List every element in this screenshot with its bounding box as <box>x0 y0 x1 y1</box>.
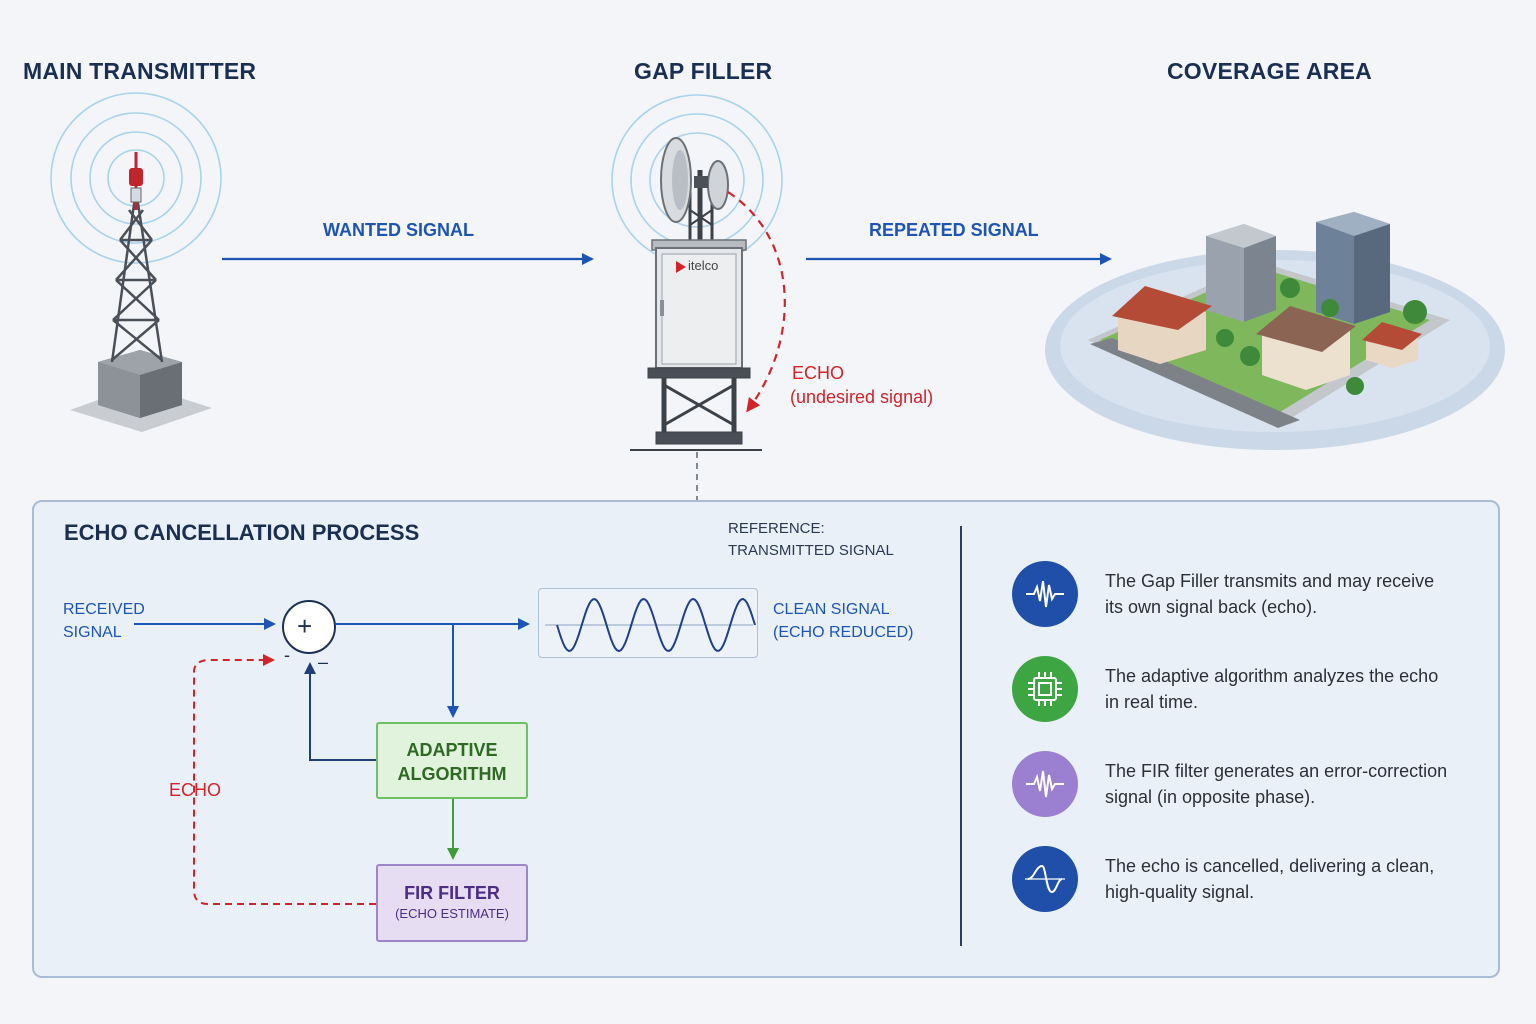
coverage-area-illustration <box>1045 212 1505 450</box>
info-2-line1: The adaptive algorithm analyzes the echo <box>1105 666 1439 686</box>
reference-label-line1: REFERENCE: <box>728 520 825 537</box>
summer-plus-sign: + <box>297 611 313 641</box>
fir-filter-block: FIR FILTER (ECHO ESTIMATE) <box>376 864 528 942</box>
info-item-2: The adaptive algorithm analyzes the echo… <box>1105 663 1485 715</box>
info-item-1: The Gap Filler transmits and may receive… <box>1105 568 1485 620</box>
info-4-line1: The echo is cancelled, delivering a clea… <box>1105 856 1435 876</box>
adaptive-algorithm-block: ADAPTIVE ALGORITHM <box>376 722 528 799</box>
info-3-line2: signal (in opposite phase). <box>1105 787 1316 807</box>
info-3-line1: The FIR filter generates an error-correc… <box>1105 761 1448 781</box>
transmitter-tower <box>110 189 164 363</box>
clean-signal-display <box>538 588 758 658</box>
clean-wave-icon <box>1012 846 1078 912</box>
echo-cancellation-panel <box>32 500 1500 978</box>
summing-junction <box>282 600 336 654</box>
cabinet-brand: itelco <box>688 258 719 273</box>
waveform-icon <box>1012 561 1078 627</box>
chip-icon <box>1012 656 1078 722</box>
panel-divider <box>960 526 962 946</box>
fir-line1: FIR FILTER <box>404 883 500 903</box>
adaptive-feedback-line <box>304 662 376 761</box>
fir-line2: (ECHO ESTIMATE) <box>395 906 509 921</box>
main-transmitter-title: MAIN TRANSMITTER <box>23 58 257 84</box>
repeated-signal-label: REPEATED SIGNAL <box>869 220 1039 240</box>
adaptive-line2: ALGORITHM <box>397 764 507 784</box>
clean-sine-wave <box>545 597 756 653</box>
process-title: ECHO CANCELLATION PROCESS <box>64 520 420 545</box>
received-signal-line2: SIGNAL <box>63 624 122 641</box>
echo-label-line2: (undesired signal) <box>790 387 934 407</box>
adaptive-line1: ADAPTIVE <box>406 740 498 760</box>
info-item-4: The echo is cancelled, delivering a clea… <box>1105 853 1485 905</box>
info-1-line2: its own signal back (echo). <box>1105 597 1318 617</box>
wanted-signal-label: WANTED SIGNAL <box>323 220 474 240</box>
waveform-icon <box>1012 751 1078 817</box>
reference-label-line2: TRANSMITTED SIGNAL <box>728 542 894 559</box>
clean-signal-line1: CLEAN SIGNAL <box>773 601 890 618</box>
info-item-3: The FIR filter generates an error-correc… <box>1105 758 1485 810</box>
transmitter-building <box>70 350 212 432</box>
gap-filler-antennas <box>660 137 729 242</box>
info-4-line2: high-quality signal. <box>1105 882 1255 902</box>
summer-minus-right: – <box>318 652 329 672</box>
transmitter-antenna-top <box>129 152 143 210</box>
received-signal-line1: RECEIVED <box>63 601 145 618</box>
coverage-area-title: COVERAGE AREA <box>1167 58 1372 84</box>
gap-filler-title: GAP FILLER <box>634 58 773 84</box>
echo-feedback-label: ECHO <box>169 780 222 800</box>
info-1-line1: The Gap Filler transmits and may receive <box>1105 571 1435 591</box>
clean-signal-line2: (ECHO REDUCED) <box>773 624 914 641</box>
summer-minus-left: - <box>284 645 290 665</box>
gap-filler-cabinet <box>651 239 747 369</box>
info-2-line2: in real time. <box>1105 692 1199 712</box>
echo-label-line1: ECHO <box>792 363 845 383</box>
echo-arrow <box>727 191 786 413</box>
gap-filler-platform <box>630 367 762 451</box>
echo-estimate-path <box>193 654 376 905</box>
